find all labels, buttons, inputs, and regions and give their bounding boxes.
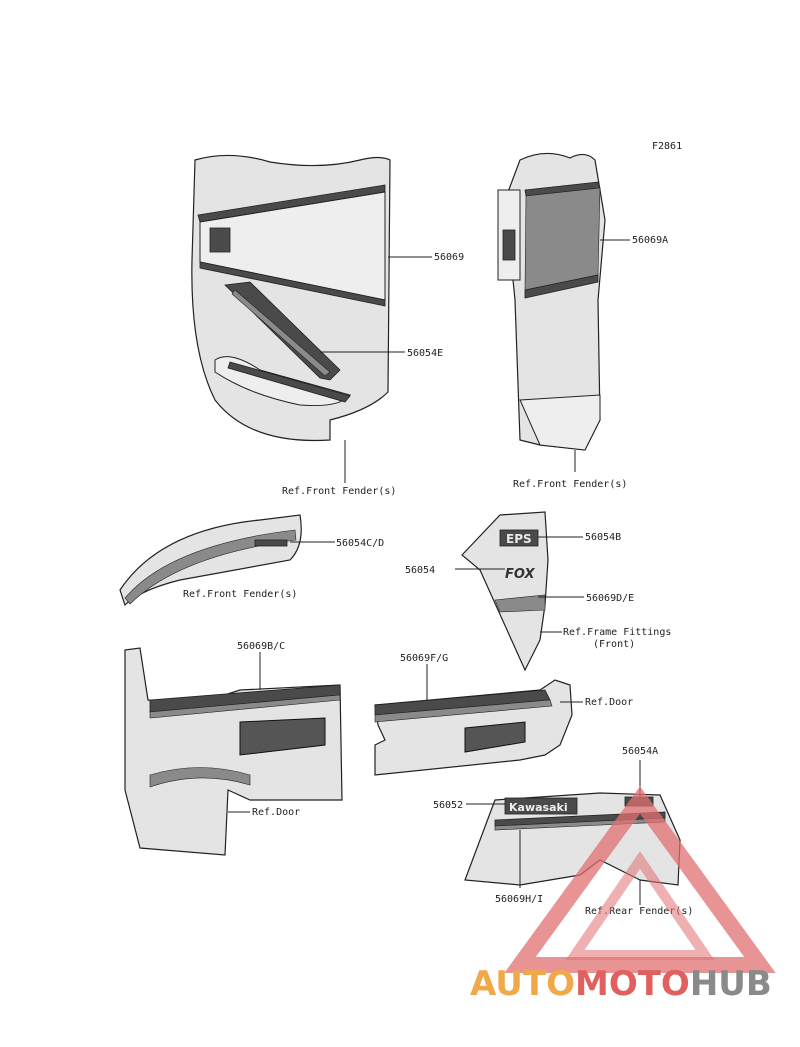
label-56069BC: 56069B/C xyxy=(237,641,285,652)
svg-text:EPS: EPS xyxy=(506,532,532,546)
label-56069A: 56069A xyxy=(632,235,668,246)
logo-emblem xyxy=(209,227,231,253)
label-ref-door-1: Ref.Door xyxy=(252,807,300,818)
label-56069DE: 56069D/E xyxy=(586,593,634,604)
fender-strip-decal xyxy=(119,514,302,607)
door-window-right xyxy=(464,721,526,753)
left-door-panel xyxy=(124,647,343,856)
kawasaki-decal xyxy=(504,797,578,815)
label-56054B: 56054B xyxy=(585,532,621,543)
label-56054CD: 56054C/D xyxy=(336,538,384,549)
label-ref-front-fender-2: Ref.Front Fender(s) xyxy=(513,479,627,490)
label-56069: 56069 xyxy=(434,252,464,263)
svg-text:Kawasaki: Kawasaki xyxy=(509,801,568,814)
label-56054: 56054 xyxy=(405,565,435,576)
fox-decal: FOX xyxy=(505,567,535,582)
label-56052: 56052 xyxy=(433,800,463,811)
watermark-logo: AUTOMOTOHUB xyxy=(470,786,776,1004)
front-fender-right-panel xyxy=(497,152,606,451)
label-ref-frame-fittings: Ref.Frame Fittings xyxy=(563,627,671,638)
label-56054E: 56054E xyxy=(407,348,443,359)
label-56054A: 56054A xyxy=(622,746,658,757)
watermark-triangle xyxy=(504,786,776,973)
front-fender-left-panel xyxy=(191,154,391,442)
right-door-panel xyxy=(374,679,573,776)
label-ref-front-fender-3: Ref.Front Fender(s) xyxy=(183,589,297,600)
frame-fitting-panel: EPS FOX xyxy=(461,511,549,672)
label-ref-rear-fender: Ref.Rear Fender(s) xyxy=(585,906,693,917)
door-window xyxy=(239,717,326,756)
label-56069HI: 56069H/I xyxy=(495,894,543,905)
eps-decal xyxy=(499,529,539,547)
figure-code: F2861 xyxy=(652,141,682,152)
watermark-text: AUTOMOTOHUB xyxy=(470,964,772,1004)
label-56069FG: 56069F/G xyxy=(400,653,448,664)
label-ref-frame-fittings-sub: (Front) xyxy=(593,639,635,650)
label-ref-front-fender-1: Ref.Front Fender(s) xyxy=(282,486,396,497)
label-ref-door-2: Ref.Door xyxy=(585,697,633,708)
